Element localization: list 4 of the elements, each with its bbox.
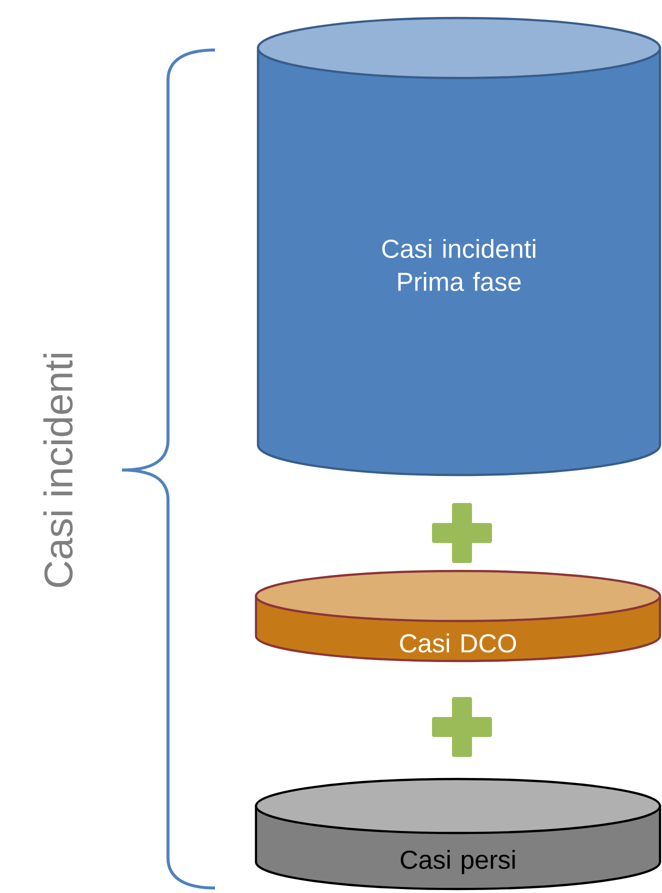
cylinder: Casi persi (254, 778, 662, 890)
cylinder: Casi incidenti Prima fase (256, 16, 662, 476)
cylinder: Casi DCO (254, 570, 662, 662)
brace-label: Casi incidenti (43, 354, 73, 587)
